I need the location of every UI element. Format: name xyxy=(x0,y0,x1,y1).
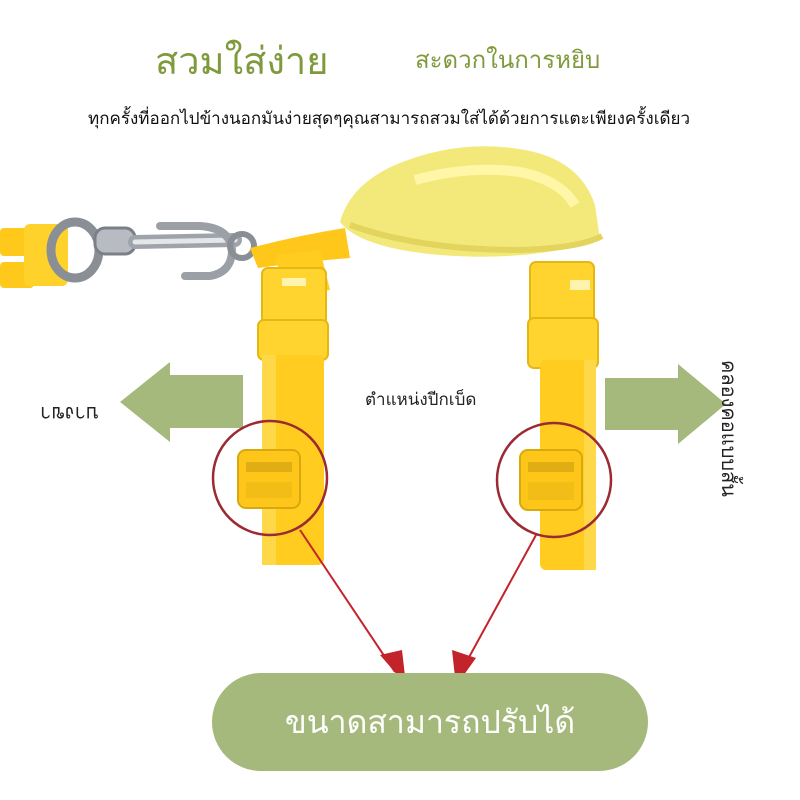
right-arrow-icon xyxy=(605,364,726,444)
buckle-position-label: ตำแหน่งปีกเบ็ด xyxy=(365,390,477,410)
back-strap xyxy=(250,228,350,268)
left-side-label: บางขา xyxy=(40,402,99,426)
adjustable-size-label: ขนาดสามารถปรับได้ xyxy=(284,702,576,741)
callout-arrows xyxy=(299,529,537,686)
right-callout-circle xyxy=(495,421,613,539)
right-side-label: คลองคอแบบสั้น xyxy=(717,360,741,497)
leash-clip xyxy=(46,217,257,283)
left-callout-circle xyxy=(211,419,329,537)
description-text: ทุกครั้งที่ออกไปข้างนอกมันง่ายสุดๆคุณสาม… xyxy=(88,109,691,129)
right-strap xyxy=(519,261,599,570)
page-title: สวมใส่ง่าย xyxy=(155,39,329,83)
page-subtitle: สะดวกในการหยิบ xyxy=(415,46,601,74)
harness-pad xyxy=(340,146,604,257)
header-background xyxy=(0,0,800,150)
left-arrow-icon xyxy=(120,362,243,442)
adjustable-size-badge: ขนาดสามารถปรับได้ xyxy=(212,673,648,771)
left-strap xyxy=(237,250,330,565)
